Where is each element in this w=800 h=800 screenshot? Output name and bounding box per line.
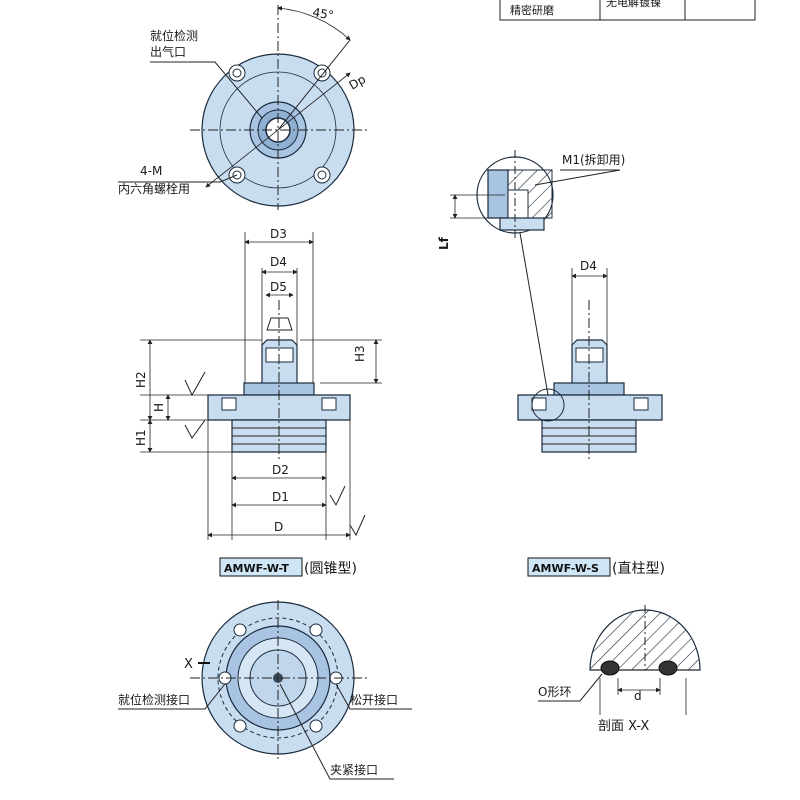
side-d4-label: D4 xyxy=(580,259,597,273)
dim-h1: H1 xyxy=(134,429,148,446)
pcd-label: Dp xyxy=(347,72,369,93)
dim-h: H xyxy=(152,403,166,412)
bottom-port-label: 夹紧接口 xyxy=(330,762,378,777)
dim-d5: D5 xyxy=(270,280,287,294)
caption-model-s: AMWF-W-S xyxy=(532,562,599,575)
dim-d3: D3 xyxy=(270,227,287,241)
bolt-hole xyxy=(228,64,246,82)
port-label-line2: 出气口 xyxy=(150,44,186,59)
dim-h3: H3 xyxy=(353,345,367,362)
top-view: 45° Dp 就位检测 出气口 4-M 内六角螺栓用 xyxy=(118,5,370,210)
caption-model-t: AMWF-W-T xyxy=(224,562,289,575)
left-port-label: 就位检测接口 xyxy=(118,692,190,707)
bolt-label-line1: 4-M xyxy=(140,164,162,178)
right-port-label: 松开接口 xyxy=(350,692,398,707)
dim-d: D xyxy=(274,520,283,534)
d-label: d xyxy=(634,689,642,703)
port-label-line1: 就位检测 xyxy=(150,28,198,43)
x-label: X xyxy=(184,657,193,672)
oring-label: O形环 xyxy=(538,685,571,699)
table-row-label: 精密研磨 xyxy=(510,3,554,17)
dim-d4: D4 xyxy=(270,255,287,269)
bottom-view: X 就位检测接口 松开接口 夹紧接口 xyxy=(118,600,412,780)
angle-label: 45° xyxy=(311,5,334,22)
front-view: D3 D4 D5 H3 H2 H xyxy=(134,227,382,577)
section-label: 剖面 X-X xyxy=(598,719,649,734)
caption-type-s: (直柱型) xyxy=(612,560,665,577)
detail-label: M1(拆卸用) xyxy=(562,152,625,167)
dim-d2: D2 xyxy=(272,463,289,477)
lf-label: Lf xyxy=(437,236,451,250)
caption-type-t: (圆锥型) xyxy=(304,561,357,577)
spec-table: 精密研磨 无电解镀镍 xyxy=(499,0,756,21)
dim-h2: H2 xyxy=(134,371,148,388)
side-view: M1(拆卸用) Lf D4 AMWF-W-S (直柱型) xyxy=(437,150,665,577)
section-view: d O形环 剖面 X-X xyxy=(538,605,701,734)
table-row-value: 无电解镀镍 xyxy=(606,0,661,9)
bolt-hole xyxy=(313,166,331,184)
dim-d1: D1 xyxy=(272,490,289,504)
bolt-label-line2: 内六角螺栓用 xyxy=(118,181,190,196)
